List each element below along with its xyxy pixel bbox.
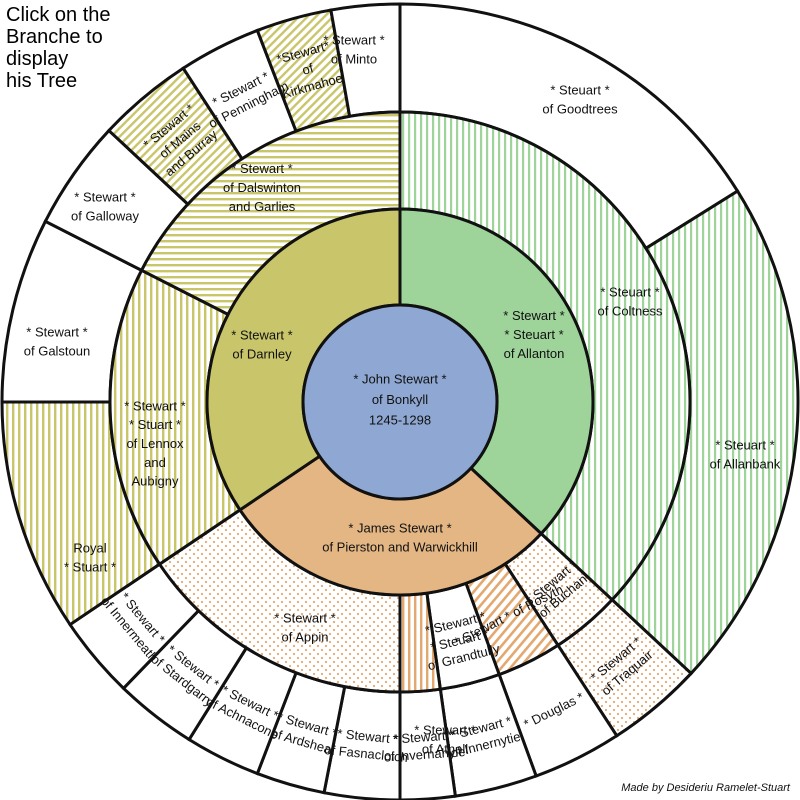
- label-coltness: * Steuart *of Coltness: [597, 285, 663, 319]
- instructions-line-2: Branche to: [6, 26, 103, 48]
- label-minto: * Stewart *of Minto: [323, 33, 384, 67]
- instructions-text: Click on the Branche to display his Tree: [6, 4, 156, 92]
- instructions-line-1: Click on the: [6, 4, 111, 26]
- label-galloway: * Stewart *of Galloway: [71, 190, 139, 224]
- instructions-line-3: display: [6, 48, 69, 70]
- label-allanton: * Stewart ** Steuart *of Allanton: [503, 308, 564, 361]
- instructions-line-4: his Tree: [6, 70, 78, 92]
- label-appin: * Stewart *of Appin: [274, 611, 335, 645]
- label-goodtrees: * Steuart *of Goodtrees: [542, 83, 618, 117]
- label-darnley: * Stewart *of Darnley: [231, 328, 292, 362]
- label-atholl: * Stewart *of Atholl: [414, 723, 475, 757]
- label-galstoun: * Stewart *of Galstoun: [24, 325, 91, 359]
- label-royal: Royal* Stuart *: [64, 541, 116, 575]
- branch-bonkyll-center[interactable]: [301, 303, 499, 501]
- label-pierston: * James Stewart *of Pierston and Warwick…: [322, 521, 478, 555]
- credit-text: Made by Desideriu Ramelet-Stuart: [621, 782, 790, 794]
- label-invernahyle: * Stewart *of Invernahyle: [382, 727, 466, 765]
- label-allanbank: * Steuart *of Allanbank: [710, 438, 781, 472]
